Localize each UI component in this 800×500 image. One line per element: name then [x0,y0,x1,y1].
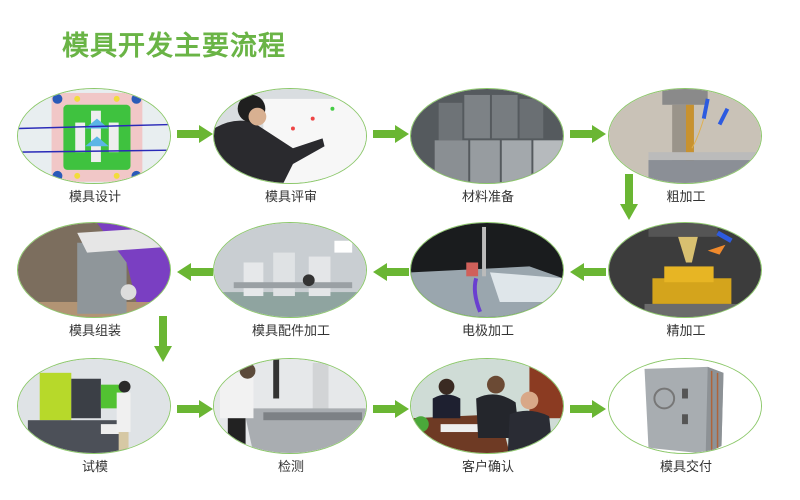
step-label: 材料准备 [461,190,514,205]
step-mold-parts-machining: 模具配件加工 [213,222,369,340]
step-label: 试模 [81,460,108,475]
step-label: 精加工 [666,324,706,339]
step-finish-machining: 精加工 [608,222,764,340]
mold-delivery-image [608,358,762,454]
step-mold-delivery: 模具交付 [608,358,764,476]
customer-confirmation-image [410,358,564,454]
mold-trial-image [17,358,171,454]
step-label: 检测 [277,460,304,475]
step-label: 客户确认 [461,460,514,475]
arrow-down-icon [154,316,172,362]
material-prep-image [410,88,564,184]
step-label: 粗加工 [666,190,706,205]
page-title: 模具开发主要流程 [62,31,286,62]
step-label: 模具交付 [659,460,712,475]
arrow-left-icon [177,263,213,281]
arrow-left-icon [570,263,606,281]
arrow-right-icon [373,400,409,418]
step-material-prep: 材料准备 [410,88,566,206]
step-label: 模具组装 [68,324,121,339]
step-rough-machining: 粗加工 [608,88,764,206]
arrow-right-icon [570,125,606,143]
step-mold-assembly: 模具组装 [17,222,173,340]
step-label: 电极加工 [461,324,514,339]
step-label: 模具配件加工 [251,324,330,339]
electrode-machining-image [410,222,564,318]
step-mold-design: 模具设计 [17,88,173,206]
arrow-right-icon [570,400,606,418]
arrow-left-icon [373,263,409,281]
arrow-right-icon [177,400,213,418]
arrow-right-icon [177,125,213,143]
step-inspection: 检测 [213,358,369,476]
mold-assembly-image [17,222,171,318]
inspection-image [213,358,367,454]
step-customer-confirmation: 客户确认 [410,358,566,476]
mold-review-image [213,88,367,184]
arrow-right-icon [373,125,409,143]
step-mold-trial: 试模 [17,358,173,476]
rough-machining-image [608,88,762,184]
arrow-down-icon [620,174,638,220]
step-electrode-machining: 电极加工 [410,222,566,340]
finish-machining-image [608,222,762,318]
step-label: 模具评审 [264,190,317,205]
step-label: 模具设计 [68,190,121,205]
mold-design-image [17,88,171,184]
mold-parts-machining-image [213,222,367,318]
step-mold-review: 模具评审 [213,88,369,206]
